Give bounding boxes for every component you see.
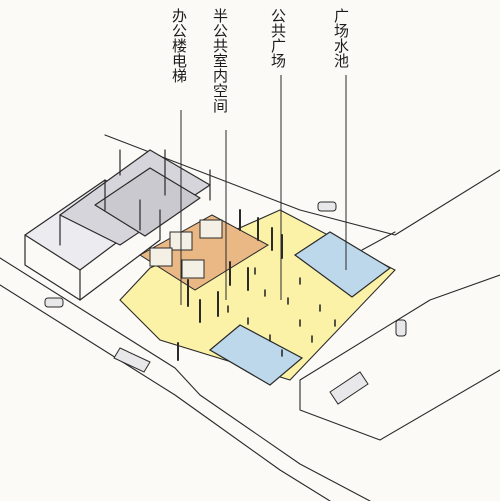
label-office-elevator: 办公楼电梯 (169, 8, 187, 83)
label-semi-public-space: 半公共室内空间 (210, 8, 228, 113)
label-plaza-pool: 广场水池 (331, 8, 349, 68)
label-public-plaza: 公共广场 (268, 8, 286, 68)
